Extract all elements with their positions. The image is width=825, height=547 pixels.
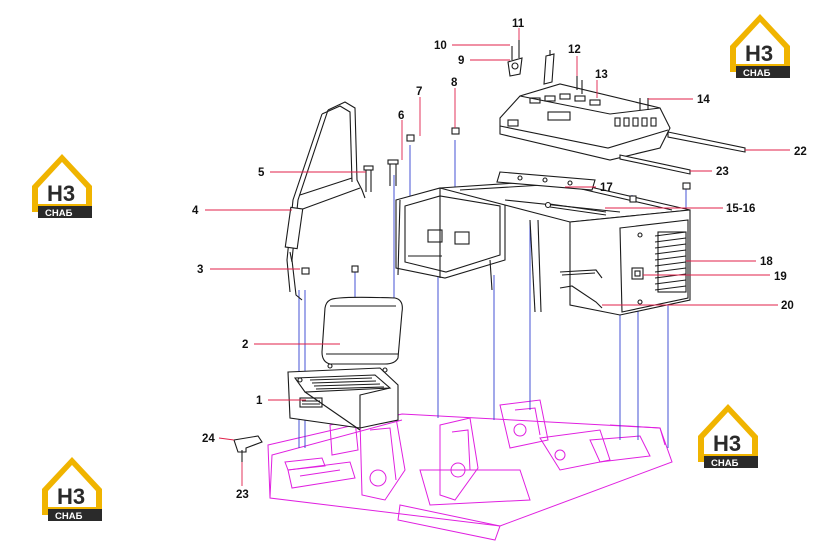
roof-cover bbox=[499, 83, 671, 161]
callout-11: 11 bbox=[512, 18, 525, 30]
grab-handle bbox=[559, 269, 603, 309]
hinge-pins bbox=[363, 159, 399, 192]
callout-23: 23 bbox=[236, 489, 249, 501]
callout-2: 2 bbox=[242, 339, 248, 351]
callout-7: 7 bbox=[416, 86, 422, 98]
pedal-bracket bbox=[233, 435, 263, 462]
connecting-rod bbox=[544, 201, 607, 216]
callout-12: 12 bbox=[568, 44, 581, 56]
callout-3: 3 bbox=[197, 264, 203, 276]
callout-19: 19 bbox=[774, 271, 787, 283]
callout-10: 10 bbox=[434, 40, 447, 52]
roof-rails bbox=[619, 131, 746, 175]
callout-24: 24 bbox=[202, 433, 215, 445]
callout-20: 20 bbox=[781, 300, 794, 312]
small-fasteners bbox=[301, 40, 691, 275]
logo-right-lower: H3 СНАБ bbox=[698, 404, 758, 469]
callout-6: 6 bbox=[398, 110, 404, 122]
logo-top-right: H3 СНАБ bbox=[730, 14, 790, 79]
logo-bottom-left: H3 СНАБ bbox=[42, 457, 102, 522]
side-panel bbox=[569, 209, 691, 316]
cab-rear-frame bbox=[395, 187, 506, 291]
assembly-guide-lines bbox=[298, 140, 687, 448]
base-frame bbox=[267, 399, 673, 541]
callout-22: 23 bbox=[716, 166, 729, 178]
callout-5: 5 bbox=[258, 167, 265, 179]
logo-mark: H3 bbox=[713, 431, 741, 456]
logo-mark: H3 bbox=[57, 484, 85, 509]
callout-labels: 1 2 3 4 5 6 7 8 9 10 11 12 13 14 22 23 1… bbox=[192, 18, 807, 501]
seat-base-box bbox=[287, 363, 399, 431]
panel-latch bbox=[631, 267, 644, 280]
callout-8: 8 bbox=[451, 77, 458, 89]
callout-14: 14 bbox=[697, 94, 710, 106]
front-window-frame bbox=[284, 101, 366, 301]
logo-subtitle: СНАБ bbox=[743, 68, 771, 79]
callout-21: 22 bbox=[794, 146, 807, 158]
cross-beam bbox=[496, 171, 596, 191]
logo-subtitle: СНАБ bbox=[45, 208, 73, 219]
callout-1: 1 bbox=[256, 395, 263, 407]
callout-4: 4 bbox=[192, 205, 199, 217]
logo-mark: H3 bbox=[745, 41, 773, 66]
callout-9: 9 bbox=[458, 55, 464, 67]
leader-lines bbox=[205, 28, 790, 486]
seat-cushion bbox=[321, 296, 403, 365]
callout-17: 17 bbox=[600, 182, 613, 194]
callout-18: 18 bbox=[760, 256, 773, 268]
logo-subtitle: СНАБ bbox=[711, 458, 739, 469]
logo-subtitle: СНАБ bbox=[55, 511, 83, 522]
logo-left-middle: H3 СНАБ bbox=[32, 154, 92, 219]
callout-13: 13 bbox=[595, 69, 608, 81]
logo-mark: H3 bbox=[47, 181, 75, 206]
callout-15-16: 15-16 bbox=[726, 203, 755, 215]
